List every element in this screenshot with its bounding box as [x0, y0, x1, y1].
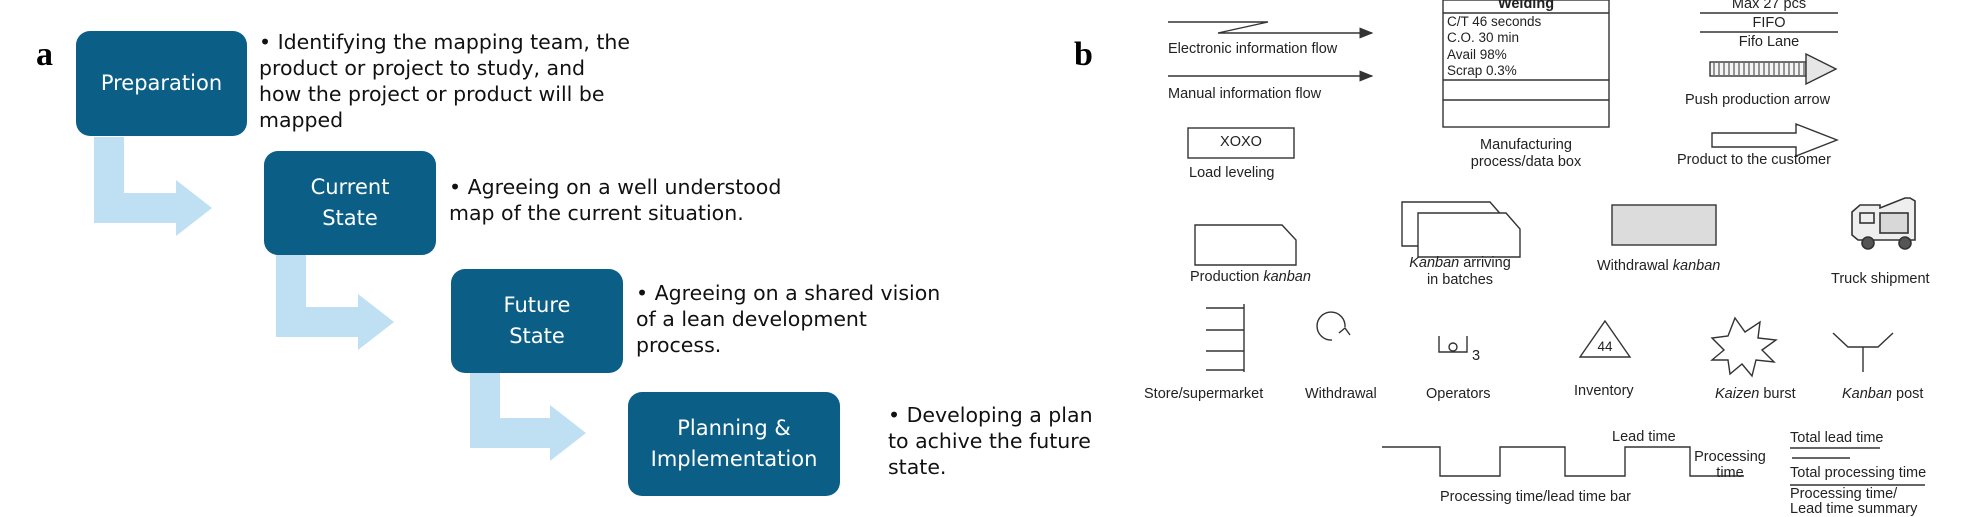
operators-label: Operators [1426, 386, 1491, 402]
kaizen-burst-icon [1710, 316, 1778, 378]
inventory-label: Inventory [1574, 383, 1634, 399]
kanban-batches-line2: in batches [1426, 272, 1494, 288]
step-arrow-3 [470, 367, 586, 461]
timeline-bar-icon [1382, 446, 1744, 477]
process-box-caption: Manufacturing process/data box [1470, 137, 1582, 170]
step-preparation: Preparation [76, 31, 247, 136]
fifo-max: Max 27 pcs [1731, 0, 1807, 12]
production-kanban-prefix: Production [1190, 269, 1264, 285]
withdrawal-kanban-icon [1611, 204, 1717, 246]
product-to-customer-label: Product to the customer [1677, 152, 1831, 168]
step-planning-implementation: Planning & Implementation [628, 392, 840, 496]
truck-shipment-label: Truck shipment [1831, 271, 1930, 287]
kaizen-italic: Kaizen [1715, 386, 1760, 402]
load-leveling-label: Load leveling [1189, 165, 1275, 181]
step-future-state: Future State [451, 269, 623, 373]
supermarket-icon [1206, 304, 1245, 372]
panel-a-letter: a [36, 36, 53, 73]
summary-label: Processing time/ Lead time summary [1790, 486, 1918, 517]
withdrawal-label: Withdrawal [1305, 386, 1377, 402]
process-box-row-1: C/T 46 seconds [1447, 14, 1542, 29]
electronic-flow-icon [1168, 21, 1374, 39]
withdrawal-kanban-label: Withdrawal kanban [1597, 258, 1720, 275]
step-preparation-text: • Identifying the mapping team, the prod… [259, 30, 631, 132]
step-future-state-text: • Agreeing on a shared vision of a lean … [636, 281, 941, 357]
step-arrow-1 [94, 137, 212, 236]
total-processing-time-label: Total processing time [1790, 465, 1927, 481]
inventory-count: 44 [1597, 339, 1613, 354]
push-arrow-label: Push production arrow [1685, 92, 1831, 108]
withdrawal-icon [1316, 311, 1346, 341]
kanban-post-icon [1832, 332, 1894, 372]
total-lead-time-label: Total lead time [1790, 430, 1884, 446]
kanban-batches-rest: arriving [1459, 255, 1511, 271]
lead-time-label: Lead time [1612, 429, 1676, 445]
manual-flow-label: Manual information flow [1168, 86, 1322, 102]
step-current-state: Current State [264, 151, 436, 255]
kanban-post-italic: Kanban [1842, 386, 1892, 402]
step-planning-text: • Developing a plan to achive the future… [888, 403, 1093, 479]
truck-icon [1851, 197, 1916, 250]
operators-count: 3 [1472, 348, 1481, 364]
process-box-row-2: C.O. 30 min [1447, 30, 1520, 45]
operator-icon [1438, 336, 1468, 353]
timeline-bar-label: Processing time/lead time bar [1440, 489, 1631, 505]
kanban-post-label: Kanban post [1842, 386, 1923, 403]
withdrawal-kanban-italic: kanban [1672, 258, 1721, 274]
production-kanban-italic: kanban [1263, 269, 1311, 285]
process-box-row-3: Avail 98% [1447, 47, 1507, 62]
load-leveling-box-text: XOXO [1220, 134, 1262, 150]
panel-b-letter: b [1074, 36, 1093, 73]
kanban-batches-icon [1401, 201, 1521, 258]
step-arrow-2 [276, 252, 394, 350]
production-kanban-label: Production kanban [1190, 269, 1311, 286]
withdrawal-kanban-prefix: Withdrawal [1597, 258, 1673, 274]
production-kanban-icon [1194, 224, 1297, 266]
inventory-icon [1578, 319, 1632, 358]
kanban-batches-italic: Kanban [1409, 255, 1460, 271]
push-arrow-icon [1709, 52, 1838, 86]
step-current-state-text: • Agreeing on a well understood map of t… [449, 175, 782, 225]
process-box-row-4: Scrap 0.3% [1447, 63, 1517, 78]
store-label: Store/supermarket [1144, 386, 1264, 402]
process-box-header: Welding [1497, 0, 1555, 12]
load-leveling-box-icon [1187, 127, 1295, 159]
product-to-customer-icon [1711, 122, 1839, 158]
process-data-box-icon [1442, 0, 1610, 128]
kanban-post-rest: post [1892, 386, 1924, 402]
fifo-caption: Fifo Lane [1738, 34, 1800, 50]
electronic-flow-label: Electronic information flow [1168, 41, 1338, 57]
kaizen-label: Kaizen burst [1715, 386, 1796, 403]
fifo-label: FIFO [1752, 15, 1786, 31]
processing-time-label: Processing time [1694, 449, 1766, 481]
step-arrows [94, 137, 586, 461]
kaizen-rest: burst [1759, 386, 1796, 402]
